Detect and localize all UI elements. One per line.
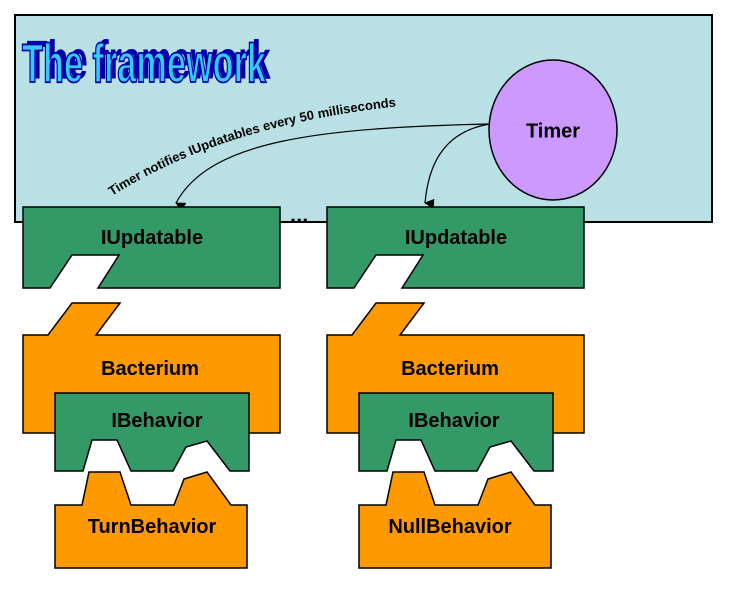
ibehavior-block [358, 392, 554, 472]
timer-label: Timer [526, 120, 580, 142]
iupdatable-block [326, 206, 585, 289]
column-left: IUpdatable Bacterium IBehavior TurnBehav… [22, 206, 281, 569]
timer-ellipse [488, 59, 618, 201]
ellipsis-label: ... [290, 202, 308, 227]
ibehavior-block [54, 392, 250, 472]
ibehavior-label: IBehavior [408, 410, 499, 432]
turnbehavior-label: TurnBehavior [88, 516, 217, 538]
turnbehavior-block [54, 471, 248, 569]
notify-arrow-left [175, 123, 489, 212]
iupdatable-label: IUpdatable [405, 227, 507, 249]
framework-title: The framework The framework [21, 29, 271, 95]
bacterium-label: Bacterium [101, 358, 199, 380]
iupdatable-label: IUpdatable [101, 227, 203, 249]
bacterium-label: Bacterium [401, 358, 499, 380]
nullbehavior-label: NullBehavior [388, 516, 512, 538]
svg-text:The framework: The framework [27, 29, 271, 90]
column-right: IUpdatable Bacterium IBehavior NullBehav… [326, 206, 585, 569]
notify-arrow-right [424, 123, 491, 209]
nullbehavior-block [358, 471, 552, 569]
iupdatable-block [22, 206, 281, 289]
ibehavior-label: IBehavior [111, 410, 202, 432]
svg-text:The framework: The framework [22, 33, 266, 94]
